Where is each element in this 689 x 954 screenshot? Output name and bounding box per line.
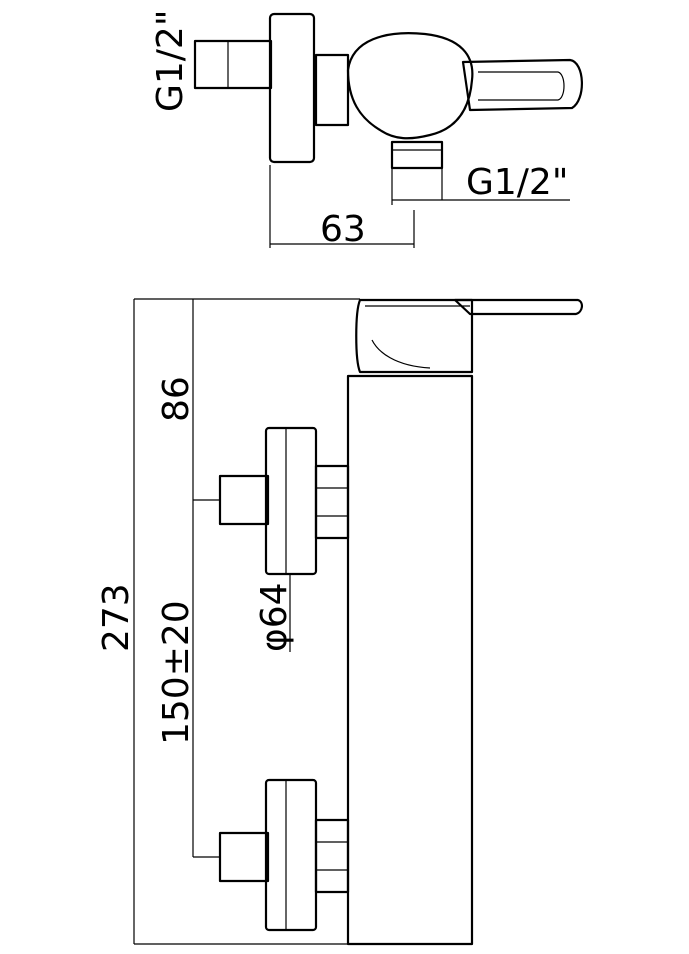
side-upper-pipe bbox=[218, 474, 270, 526]
top-view: G1/2" G1/2" 63 bbox=[150, 10, 583, 250]
side-overall-height-label: 273 bbox=[96, 583, 137, 652]
side-lower-nut bbox=[314, 818, 350, 894]
top-mixer-body bbox=[346, 32, 474, 140]
side-view: 273 86 150±20 φ64 bbox=[96, 298, 583, 946]
top-lever bbox=[461, 58, 583, 112]
side-top-to-inlet-label: 86 bbox=[156, 376, 197, 422]
side-upper-flange bbox=[264, 426, 318, 576]
top-inlet-pipe-inner bbox=[227, 40, 272, 89]
side-flange-diameter-label: φ64 bbox=[254, 582, 295, 652]
top-outlet bbox=[390, 140, 444, 170]
side-inlet-spacing-label: 150±20 bbox=[156, 600, 197, 745]
top-nut bbox=[314, 53, 350, 127]
top-depth-label: 63 bbox=[320, 209, 366, 250]
top-lever-inner bbox=[478, 71, 565, 101]
side-lever bbox=[453, 298, 583, 316]
side-upper-nut bbox=[314, 464, 350, 540]
top-flange bbox=[268, 12, 316, 164]
top-inlet-thread-label: G1/2" bbox=[150, 10, 191, 112]
side-body bbox=[346, 374, 474, 946]
top-outlet-thread-label: G1/2" bbox=[466, 162, 568, 203]
side-lower-pipe bbox=[218, 831, 270, 883]
top-inlet-pipe bbox=[193, 39, 273, 90]
side-mixer-head bbox=[355, 298, 474, 374]
side-lower-flange bbox=[264, 778, 318, 932]
